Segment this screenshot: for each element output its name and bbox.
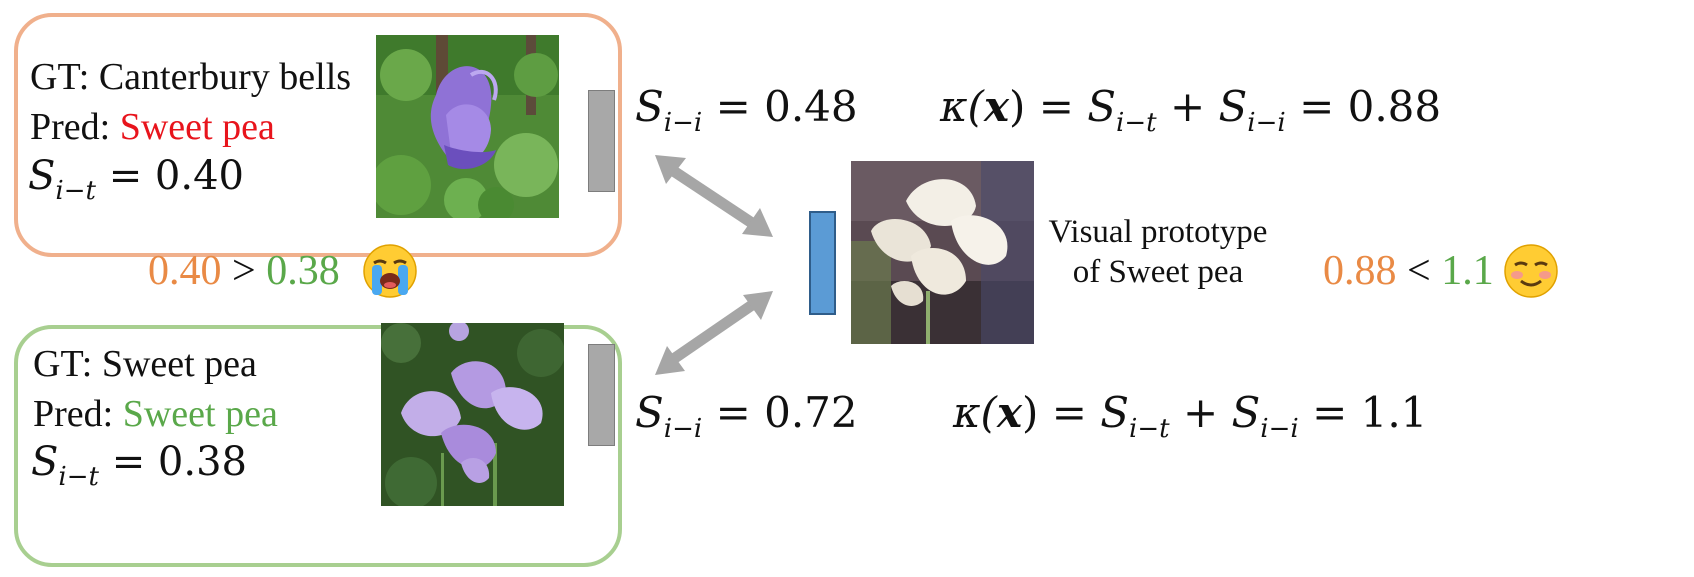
- sit-value-top: = 0.40: [108, 153, 244, 199]
- pred-prefix-bottom: Pred:: [33, 393, 123, 435]
- pred-label-top: Pred: Sweet pea: [30, 108, 275, 146]
- cmp-left-value-1: 0.40: [148, 248, 222, 294]
- kappa-top-plus: +: [1156, 82, 1219, 131]
- sii-score-top: Si−i = 0.48: [635, 86, 858, 138]
- sii-value-bottom: = 0.72: [715, 388, 858, 437]
- feature-bar-top: [588, 90, 615, 192]
- pred-value-bottom: Sweet pea: [122, 393, 278, 435]
- cmp-left-op: >: [232, 248, 256, 294]
- gt-label-top: GT: Canterbury bells: [30, 56, 352, 98]
- double-arrow-bottom: [655, 291, 773, 375]
- pred-prefix-top: Pred:: [30, 106, 120, 148]
- sii-sub-bottom: i−i: [663, 414, 703, 444]
- sii-value-top: = 0.48: [715, 82, 858, 131]
- loudly-crying-face-icon: [362, 243, 418, 299]
- kappa-top-s1-sub: i−t: [1116, 108, 1157, 138]
- kappa-top-result: = 0.88: [1285, 82, 1442, 131]
- score-comparison-right: 0.88 < 1.1: [1323, 250, 1494, 292]
- canterbury-bells-photo: [376, 35, 559, 218]
- kappa-top-x: x: [983, 82, 1009, 131]
- kappa-bottom-eq: ) =: [1021, 388, 1101, 437]
- similarity-arrows: [655, 155, 773, 375]
- cmp-right-value-1: 0.88: [1323, 248, 1397, 294]
- sweet-pea-photo: [381, 323, 564, 506]
- sit-score-top: Si−t = 0.40: [28, 156, 244, 204]
- kappa-bottom-x: x: [996, 388, 1022, 437]
- kappa-equation-bottom: κ(x) = Si−t + Si−i = 1.1: [953, 392, 1427, 444]
- sii-score-bottom: Si−i = 0.72: [635, 392, 858, 444]
- cmp-right-value-2: 1.1: [1441, 248, 1494, 294]
- sii-sub-top: i−i: [663, 108, 703, 138]
- double-arrow-top: [655, 155, 773, 237]
- feature-bar-bottom: [588, 344, 615, 446]
- kappa-bottom-result: = 1.1: [1298, 388, 1428, 437]
- kappa-top-eq: ) =: [1008, 82, 1088, 131]
- sit-value-bottom: = 0.38: [111, 439, 247, 485]
- kappa-top-s2-sub: i−i: [1247, 108, 1286, 138]
- pred-label-bottom: Pred: Sweet pea: [33, 395, 278, 433]
- kappa-bottom-s1: S: [1100, 388, 1130, 437]
- sit-var-top: S: [28, 153, 56, 199]
- prototype-feature-bar: [809, 211, 836, 315]
- sit-score-bottom: Si−t = 0.38: [31, 442, 247, 490]
- gt-label-bottom: GT: Sweet pea: [33, 343, 257, 385]
- kappa-bottom-s1-sub: i−t: [1129, 414, 1170, 444]
- prototype-caption: Visual prototype of Sweet pea: [1040, 213, 1276, 292]
- pred-value-top: Sweet pea: [119, 106, 275, 148]
- kappa-bottom-plus: +: [1169, 388, 1232, 437]
- sit-var-bottom: S: [31, 439, 59, 485]
- sweet-pea-prototype-photo: [851, 161, 1034, 344]
- cmp-left-value-2: 0.38: [266, 248, 340, 294]
- kappa-top-s2: S: [1218, 82, 1248, 131]
- kappa-equation-top: κ(x) = Si−t + Si−i = 0.88: [940, 86, 1441, 138]
- sit-sub-bottom: i−t: [58, 462, 99, 492]
- prototype-caption-line2: of Sweet pea: [1072, 253, 1244, 290]
- sii-var-bottom: S: [635, 388, 664, 437]
- smiling-face-icon: [1503, 243, 1559, 299]
- kappa-top-s1: S: [1087, 82, 1117, 131]
- kappa-bottom-s2-sub: i−i: [1260, 414, 1299, 444]
- sii-var-top: S: [635, 82, 664, 131]
- score-comparison-left: 0.40 > 0.38: [148, 250, 340, 292]
- kappa-bottom-lhs: κ(: [953, 388, 997, 437]
- prototype-caption-line1: Visual prototype: [1048, 214, 1268, 250]
- sit-sub-top: i−t: [55, 176, 96, 206]
- kappa-bottom-s2: S: [1231, 388, 1261, 437]
- cmp-right-op: <: [1407, 248, 1431, 294]
- kappa-top-lhs: κ(: [940, 82, 984, 131]
